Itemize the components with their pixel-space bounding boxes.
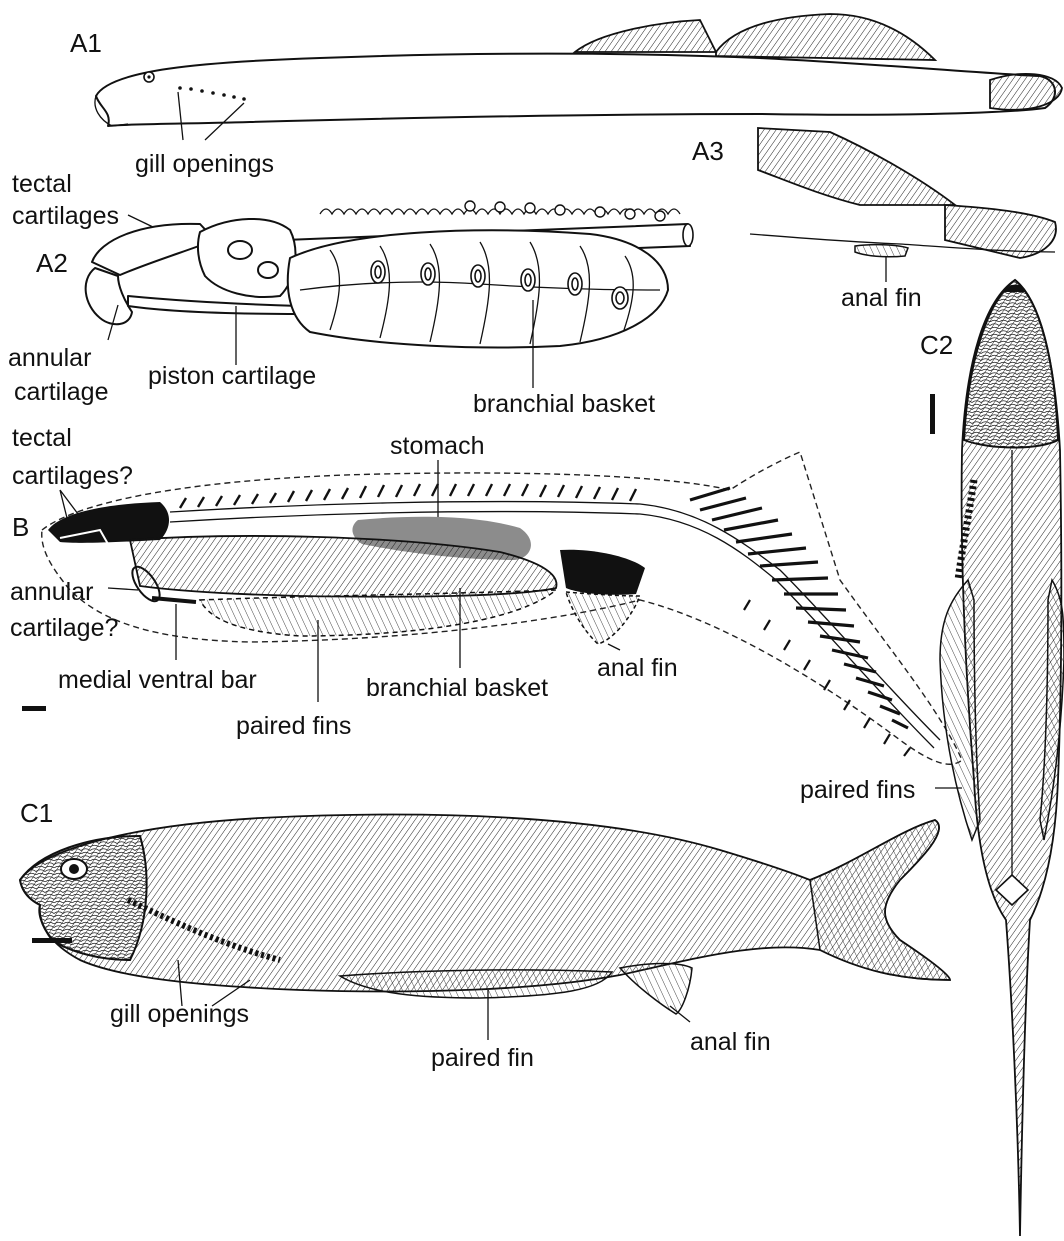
a2-tectal-cartilages [92, 224, 215, 275]
c2-head-scales [964, 280, 1058, 448]
panel-a3-label: A3 [692, 136, 724, 166]
a2-annular-cartilage [86, 268, 132, 324]
c2-paired-fin-left [940, 580, 980, 840]
a2-branchial-label: branchial basket [473, 390, 655, 418]
c2-scale-bar [930, 394, 935, 434]
b-annular-label-1: annular [10, 578, 93, 606]
c2-paired-fins-label: paired fins [800, 776, 915, 804]
a3-dorsal-fin [758, 128, 955, 205]
b-anal-fin-blocks [560, 550, 645, 595]
c1-scale-bar [32, 938, 72, 943]
a2-annular-label-1: annular [8, 344, 91, 372]
a1-tail-fin [990, 74, 1062, 110]
panel-b: B tectal cartilages? stomach [10, 424, 962, 764]
panel-c2-label: C2 [920, 330, 953, 360]
panel-a3: A3 anal fin [692, 128, 1056, 312]
c1-gill-openings-label: gill openings [110, 1000, 249, 1028]
a1-dorsal-fin-rear [716, 14, 935, 60]
panel-c1-label: C1 [20, 798, 53, 828]
panel-a2: A2 tectal cartilages [8, 170, 693, 418]
panel-a2-label: A2 [36, 248, 68, 278]
a2-tectal-label-1: tectal [12, 170, 72, 198]
b-tectal-label-2: cartilages? [12, 462, 133, 490]
c1-paired-fin [340, 970, 612, 998]
b-branchial-label: branchial basket [366, 674, 548, 702]
b-medial-ventral-bar [152, 598, 196, 602]
b-stomach-label: stomach [390, 432, 484, 460]
panel-a1: A1 gill openings [70, 14, 1062, 178]
a2-piston-cartilage [128, 296, 300, 314]
a3-anal-fin-label: anal fin [841, 284, 922, 312]
a2-annular-label-2: cartilage [14, 378, 109, 406]
a2-tectal-label-2: cartilages [12, 202, 119, 230]
a1-gill-openings-label: gill openings [135, 150, 274, 178]
c1-tail [810, 820, 950, 980]
panel-c1: C1 gill openings paired fin anal fin [20, 798, 950, 1072]
b-medial-ventral-bar-label: medial ventral bar [58, 666, 257, 694]
panel-b-label: B [12, 512, 29, 542]
b-tectal-label-1: tectal [12, 424, 72, 452]
c1-anal-fin [620, 964, 692, 1015]
b-caudal-rays [690, 488, 908, 728]
a3-anal-fin [855, 245, 908, 257]
c1-anal-fin-label: anal fin [690, 1028, 771, 1056]
c1-paired-fin-label: paired fin [431, 1044, 534, 1072]
a1-dorsal-fin-front [575, 20, 716, 52]
b-paired-fins [200, 590, 556, 636]
panel-a1-label: A1 [70, 28, 102, 58]
b-annular-label-2: cartilage? [10, 614, 118, 642]
b-paired-fins-label: paired fins [236, 712, 351, 740]
a2-piston-label: piston cartilage [148, 362, 316, 390]
a1-lamprey-body [96, 54, 1055, 127]
panel-c2: C2 paired fins [800, 280, 1064, 1236]
b-anal-fin [566, 592, 640, 644]
b-neural-spines [180, 484, 636, 508]
c1-body [20, 815, 950, 992]
b-scale-bar [22, 706, 46, 711]
b-anal-fin-label: anal fin [597, 654, 678, 682]
